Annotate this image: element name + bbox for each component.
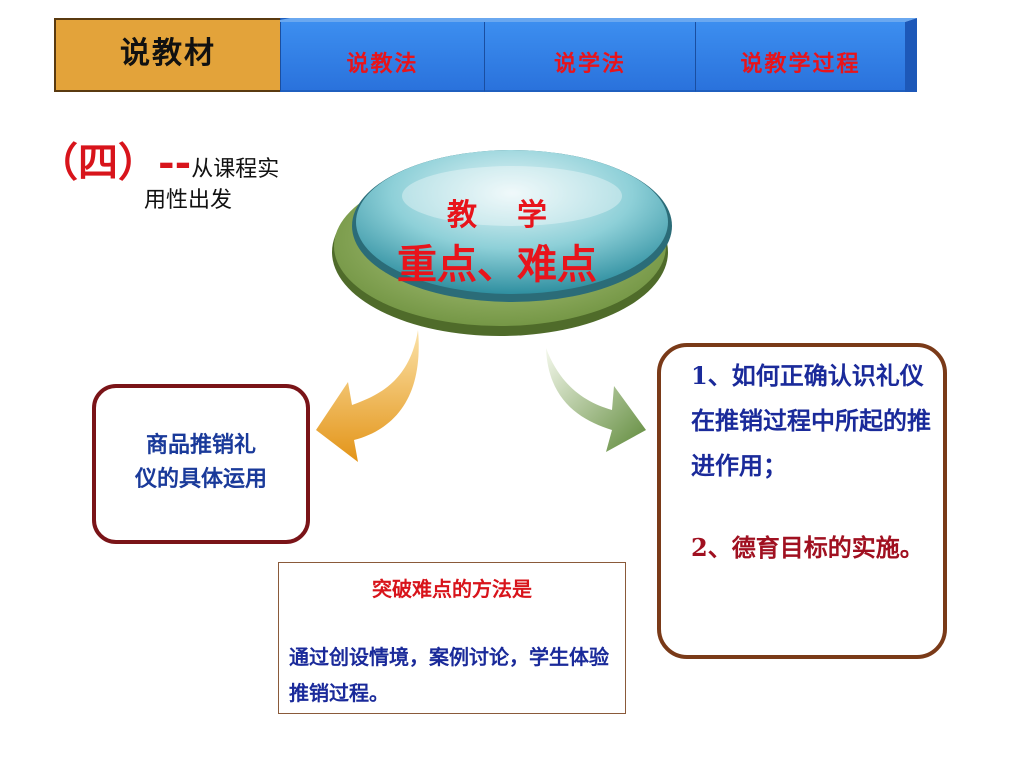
tab-label: 说教学过程 bbox=[740, 51, 861, 77]
right-topic-item2: 2、德育目标的实施。 bbox=[691, 533, 924, 562]
right-topic-item1: 1、如何正确认识礼仪在推销过程中所起的推进作用； bbox=[691, 361, 931, 480]
tab-label: 说教法 bbox=[346, 51, 419, 77]
heading-sub-line1: 从课程实 bbox=[191, 157, 280, 182]
tab-learning-method[interactable]: 说学法 bbox=[484, 18, 695, 92]
right-topic-box: 1、如何正确认识礼仪在推销过程中所起的推进作用； 2、德育目标的实施。 bbox=[657, 343, 947, 659]
heading-number: （四）-- bbox=[38, 139, 192, 186]
heading-sub-line2: 用性出发 bbox=[144, 188, 233, 213]
method-box: 突破难点的方法是 通过创设情境，案例讨论，学生体验推销过程。 bbox=[278, 562, 626, 714]
section-heading: （四）--从课程实 bbox=[38, 130, 279, 188]
center-title-line1: 教学 bbox=[447, 198, 587, 233]
tab-teaching-process[interactable]: 说教学过程 bbox=[695, 18, 905, 92]
left-topic-line2: 仪的具体运用 bbox=[134, 466, 267, 492]
nav-bar-top-bevel bbox=[280, 18, 917, 30]
left-topic-box: 商品推销礼 仪的具体运用 bbox=[92, 384, 310, 544]
tab-label: 说学法 bbox=[553, 51, 626, 77]
right-curved-arrow bbox=[546, 348, 646, 452]
tab-teaching-material[interactable]: 说教材 bbox=[54, 18, 280, 92]
left-topic-text: 商品推销礼 仪的具体运用 bbox=[96, 428, 306, 496]
left-topic-line1: 商品推销礼 bbox=[145, 432, 256, 458]
nav-bar-edge bbox=[905, 22, 917, 92]
center-title-line2: 重点、难点 bbox=[397, 241, 597, 288]
method-title: 突破难点的方法是 bbox=[372, 577, 532, 601]
tab-label: 说教材 bbox=[120, 36, 216, 71]
method-body: 通过创设情境，案例讨论，学生体验推销过程。 bbox=[289, 645, 609, 705]
left-curved-arrow bbox=[316, 330, 419, 462]
